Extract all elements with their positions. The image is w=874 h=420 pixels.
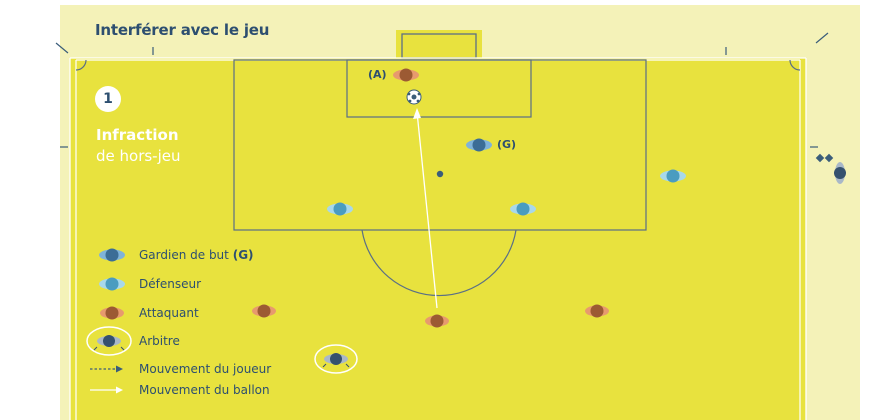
scenario-number-badge: 1 — [95, 86, 121, 112]
legend-referee-label: Arbitre — [139, 334, 180, 348]
legend-attacker-label: Attaquant — [139, 306, 199, 320]
legend-goalkeeper-text: Gardien de but — [139, 248, 229, 262]
page-title: Interférer avec le jeu — [95, 21, 269, 39]
attacker-a-label: (A) — [368, 68, 387, 81]
scenario-subheading: de hors-jeu — [96, 147, 181, 165]
legend-ball-movement-label: Mouvement du ballon — [139, 383, 270, 397]
assistant-referee-flag — [816, 154, 846, 184]
penalty-spot — [437, 171, 443, 177]
goalkeeper-g-label: (G) — [497, 138, 516, 151]
legend-player-movement-label: Mouvement du joueur — [139, 362, 271, 376]
ball-icon — [407, 90, 421, 104]
legend-goalkeeper-tag: (G) — [233, 248, 254, 262]
legend-goalkeeper-label: Gardien de but (G) — [139, 248, 254, 262]
legend-defender-label: Défenseur — [139, 277, 201, 291]
scenario-heading: Infraction — [96, 126, 179, 144]
